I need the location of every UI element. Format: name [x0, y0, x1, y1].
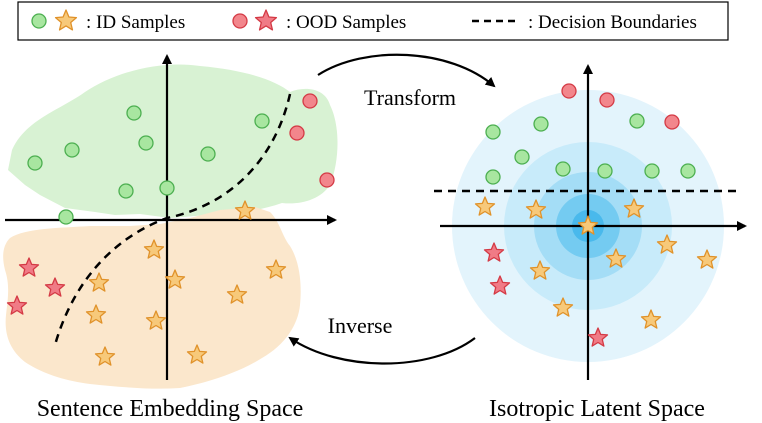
ood-sample-point [599, 92, 615, 108]
legend: : ID Samples : OOD Samples : Decision Bo… [17, 1, 729, 41]
left-decision-boundary [53, 93, 292, 346]
id-star-point [88, 272, 110, 292]
id-star-point [656, 234, 678, 254]
right-panel: Isotropic Latent Space [434, 64, 747, 422]
legend-id-label: : ID Samples [86, 12, 185, 33]
transform-arrow [317, 53, 496, 88]
id-sample-point [680, 163, 696, 179]
legend-id-circle [31, 13, 47, 29]
legend-boundary-label: : Decision Boundaries [528, 12, 697, 33]
ood-sample-point [319, 172, 335, 188]
id-star-point [234, 200, 256, 220]
ood-star-point [6, 295, 28, 315]
id-star-point [85, 304, 107, 324]
id-region [8, 64, 338, 218]
id-sample-point [159, 180, 175, 196]
left-panel-title: Sentence Embedding Space [37, 396, 304, 422]
ood-star-point [483, 242, 505, 262]
id-sample-point [555, 161, 571, 177]
id-star-point [164, 269, 186, 289]
id-star-point [696, 249, 718, 269]
legend-ood-star [254, 9, 278, 31]
legend-ood-circle [232, 13, 248, 29]
id-star-point [474, 196, 496, 216]
id-star-point [186, 344, 208, 364]
ood-sample-point [664, 114, 680, 130]
id-star-point [94, 346, 116, 366]
id-sample-point [629, 113, 645, 129]
id-star-point [577, 215, 599, 235]
ood-star-point [44, 277, 66, 297]
inverse-arrow [288, 336, 476, 365]
legend-id-star [54, 9, 78, 31]
id-sample-point [485, 169, 501, 185]
id-sample-point [58, 209, 74, 225]
ood-region [3, 207, 301, 389]
id-sample-point [64, 142, 80, 158]
ood-sample-point [561, 83, 577, 99]
id-sample-point [533, 116, 549, 132]
ood-star-point [489, 275, 511, 295]
id-sample-point [27, 155, 43, 171]
id-sample-point [644, 163, 660, 179]
right-panel-title: Isotropic Latent Space [489, 396, 705, 422]
id-sample-point [138, 135, 154, 151]
id-star-point [529, 260, 551, 280]
id-sample-point [200, 146, 216, 162]
legend-ood-label: : OOD Samples [286, 12, 406, 33]
left-panel: Sentence Embedding Space [3, 54, 338, 422]
id-star-point [145, 310, 167, 330]
ood-star-point [18, 257, 40, 277]
transform-arrows: Transform Inverse [288, 53, 496, 365]
id-star-point [525, 199, 547, 219]
legend-box [17, 1, 729, 41]
transform-label: Transform [364, 85, 456, 110]
inverse-label: Inverse [328, 313, 393, 338]
id-sample-point [254, 113, 270, 129]
id-star-point [265, 259, 287, 279]
id-star-point [226, 284, 248, 304]
id-star-point [623, 198, 645, 218]
ood-star-point [587, 327, 609, 347]
id-sample-point [597, 163, 613, 179]
id-star-point [640, 309, 662, 329]
id-sample-point [126, 105, 142, 121]
id-sample-point [118, 183, 134, 199]
id-sample-point [514, 149, 530, 165]
id-star-point [605, 248, 627, 268]
ood-sample-point [289, 125, 305, 141]
id-sample-point [485, 124, 501, 140]
id-star-point [143, 239, 165, 259]
ood-sample-point [302, 93, 318, 109]
id-star-point [552, 297, 574, 317]
